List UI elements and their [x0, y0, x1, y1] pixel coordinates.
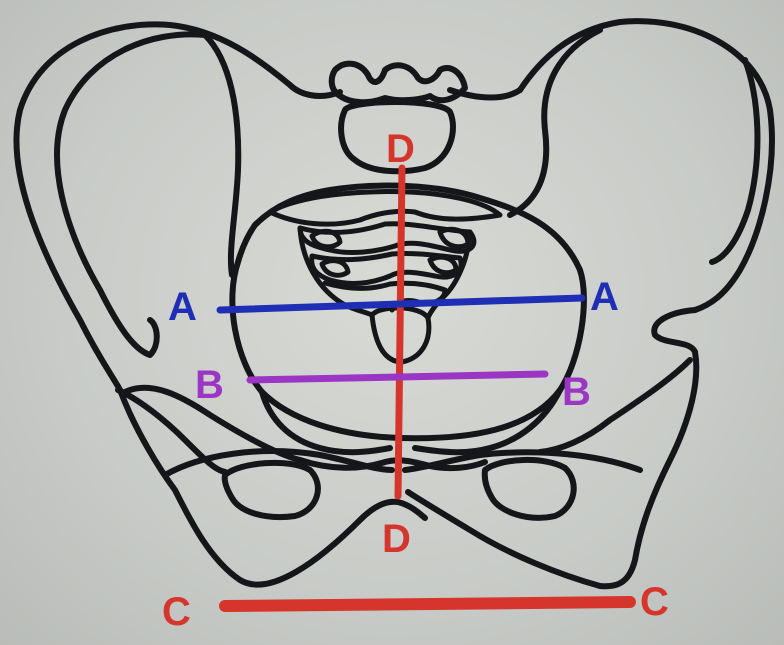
right-asis: [654, 310, 695, 352]
left-obturator-foramen: [225, 463, 318, 517]
right-iliac-fossa: [510, 30, 600, 215]
label-a-left: A: [168, 285, 197, 329]
line-d-conjugate: [398, 168, 402, 496]
right-iliac-wing-inner: [712, 60, 757, 262]
sacral-foramen-right-lower: [430, 257, 456, 273]
left-iliac-wing-outer: [16, 24, 290, 390]
label-b-right: B: [562, 370, 591, 414]
line-c-outlet: [225, 602, 630, 606]
lower-inlet-left: [262, 392, 390, 452]
label-a-right: A: [590, 275, 619, 319]
label-d-bottom: D: [382, 517, 411, 561]
line-b-oblique: [250, 374, 545, 380]
label-c-left: C: [162, 590, 191, 634]
right-obturator-foramen: [485, 460, 574, 518]
l5-vertebra-processes: [332, 64, 465, 103]
sacral-foramen-left-lower: [322, 261, 348, 276]
lower-inlet-right: [415, 390, 560, 452]
left-iliac-fossa: [205, 35, 238, 275]
label-d-top: D: [386, 127, 415, 171]
label-b-left: B: [195, 363, 224, 407]
right-lower-hip-outer: [600, 352, 696, 586]
sacral-foramen-left-upper: [312, 231, 340, 247]
left-ischium: [120, 390, 360, 585]
label-c-right: C: [640, 580, 669, 624]
